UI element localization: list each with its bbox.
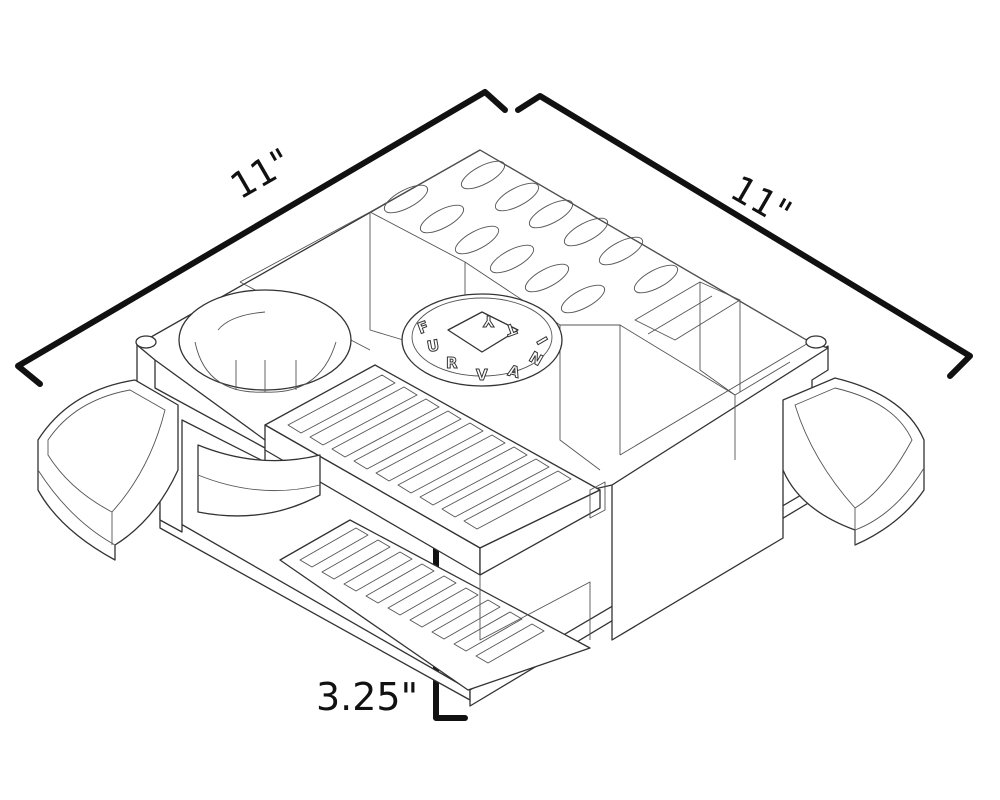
upper-rack-clip	[589, 481, 606, 519]
dimension-label-right: 11"	[724, 168, 799, 235]
dimension-label-height: 3.25"	[316, 675, 418, 719]
pen-slot	[419, 204, 465, 234]
lower-rack-slots	[299, 527, 545, 664]
upper-rack-side	[479, 489, 601, 576]
right-side-cup-inner	[794, 387, 925, 545]
left-peg	[135, 335, 157, 349]
round-cup	[178, 289, 352, 393]
medallion-inner-ring	[411, 297, 553, 377]
left-side-cup-body	[37, 379, 179, 561]
pen-slot	[524, 263, 570, 293]
pen-slot	[598, 236, 644, 266]
right-compartment-walls	[559, 324, 791, 471]
pen-slot	[460, 160, 506, 190]
dimension-bracket-left	[15, 89, 508, 387]
pen-slot	[563, 217, 609, 247]
pen-slot	[454, 225, 500, 255]
organizer-body: F U R V A N I T Y	[135, 149, 831, 707]
pen-slots	[383, 160, 679, 314]
cup-inner	[194, 311, 337, 393]
logo-letter: V	[476, 366, 488, 384]
pen-slot	[528, 199, 574, 229]
pen-slot	[489, 244, 535, 274]
right-inner-wall	[699, 300, 741, 396]
logo-letter: A	[506, 361, 522, 381]
left-side-cup-inner	[37, 389, 166, 546]
lower-rack-right-wall	[479, 575, 591, 641]
pen-slot	[633, 264, 679, 294]
pen-slot	[494, 182, 540, 212]
medallion-center-square	[447, 311, 519, 353]
left-curved-pocket-edge	[197, 474, 321, 492]
left-side-cup	[37, 379, 179, 561]
logo-letter: Y	[482, 312, 495, 330]
dimension-bracket-right	[515, 93, 973, 379]
lower-slot-rack	[279, 519, 591, 691]
logo-letter: U	[426, 336, 441, 356]
right-side-cup-body	[782, 377, 925, 546]
brand-medallion: F U R V A N I T Y	[401, 293, 563, 387]
left-curved-pocket	[197, 444, 321, 517]
upper-rack-slots	[287, 374, 572, 530]
dimension-label-left: 11"	[224, 141, 299, 208]
lower-rack-floor	[279, 519, 591, 691]
right-side-cup	[782, 377, 925, 546]
pen-slot	[383, 184, 429, 214]
logo-letter: R	[446, 354, 458, 372]
back-section-edge	[369, 149, 811, 456]
right-peg	[805, 335, 827, 349]
pen-slot	[560, 284, 606, 314]
